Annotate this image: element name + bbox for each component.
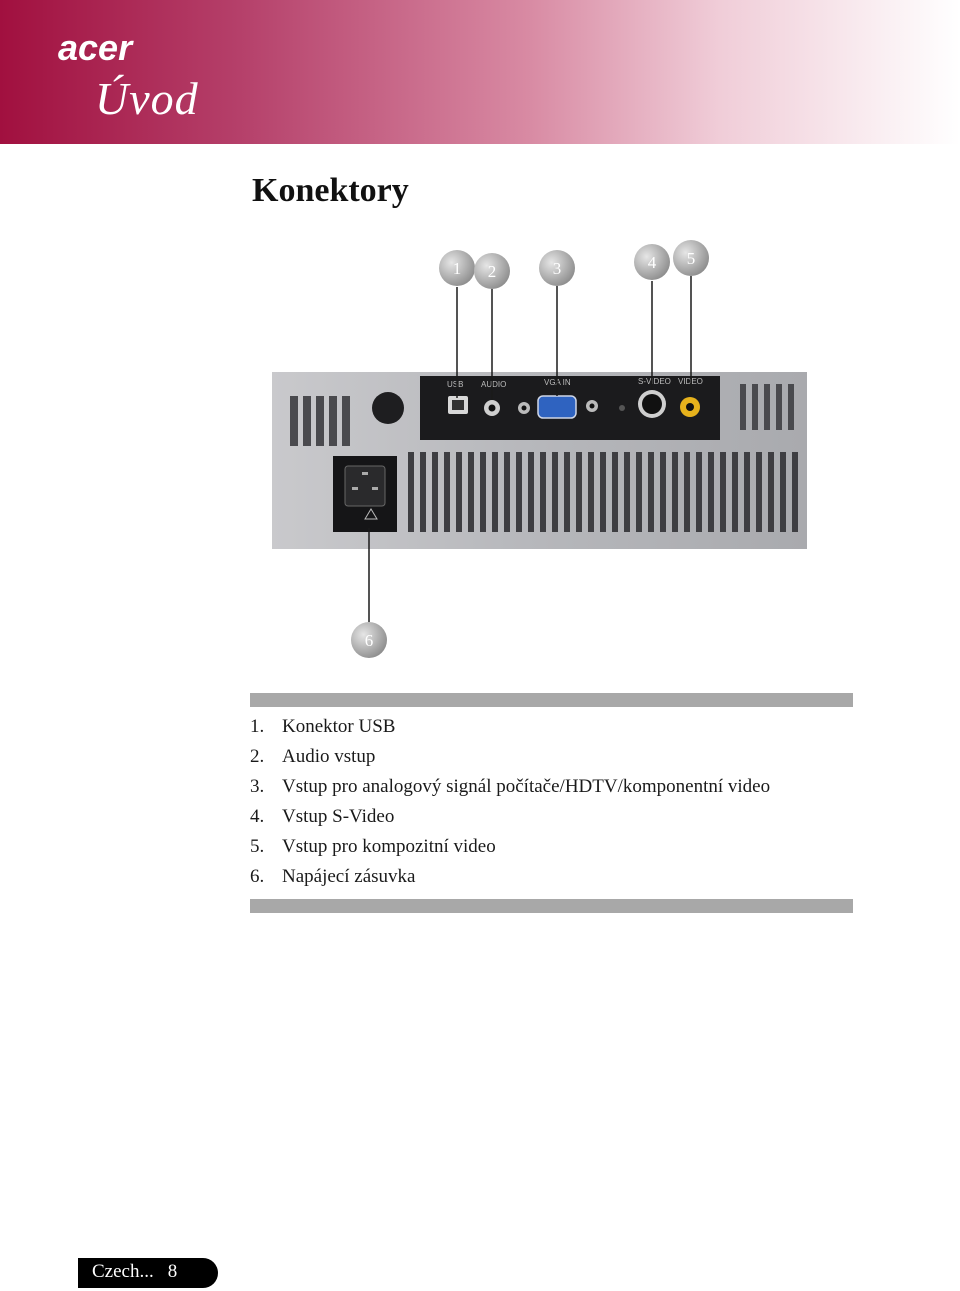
port-label-usb: USB [447,380,463,389]
acer-logo: acer [58,27,134,68]
projector-rear-panel [272,372,807,549]
callout-3: 3 [539,250,575,286]
svg-text:1: 1 [453,259,462,278]
svideo-port [638,390,666,418]
port-label-vga: VGA IN [544,378,571,387]
connector-panel [420,376,720,440]
list-item: 2.Audio vstup [250,746,376,767]
page-footer-tab: Czech... 8 [78,1258,218,1288]
connector-list: 1.Konektor USB 2.Audio vstup 3.Vstup pro… [250,712,770,892]
header-banner: acer Úvod [0,0,960,144]
leader-lines [368,276,692,622]
list-item: 3.Vstup pro analogový signál počítače/HD… [250,776,771,797]
list-item: 1.Konektor USB [250,716,396,737]
svg-text:3: 3 [553,259,562,278]
power-arrow-icon [364,508,378,520]
usb-port [448,396,468,414]
bottom-vents [408,452,798,532]
svg-text:2: 2 [488,262,497,281]
list-item: 5.Vstup pro kompozitní video [250,836,496,857]
callout-2: 2 [474,253,510,289]
audio-port [484,400,500,416]
footer-text: Czech... 8 [92,1261,177,1283]
callout-4: 4 [634,244,670,280]
callout-6: 6 [351,622,387,658]
composite-video-port [680,397,700,417]
port-label-svideo: S-VIDEO [638,377,671,386]
left-vents [290,396,350,446]
list-item: 4.Vstup S-Video [250,806,395,827]
page-number: 8 [167,1261,178,1282]
svg-text:6: 6 [365,631,374,650]
port-label-video: VIDEO [678,377,703,386]
power-socket [333,456,397,532]
svg-text:4: 4 [648,253,657,272]
section-title: Úvod [95,73,199,124]
divider-top [250,693,853,707]
brand-text: acer [58,27,134,68]
vga-port [537,395,577,419]
svg-text:5: 5 [687,249,696,268]
divider-bottom [250,899,853,913]
callout-1: 1 [439,250,475,286]
ir-sensor [372,392,404,424]
footer-language: Czech... [92,1261,154,1282]
page-heading: Konektory [252,172,409,209]
callout-5: 5 [673,240,709,276]
port-label-audio: AUDIO [481,380,506,389]
list-item: 6.Napájecí zásuvka [250,866,416,887]
right-top-vents [740,384,794,430]
